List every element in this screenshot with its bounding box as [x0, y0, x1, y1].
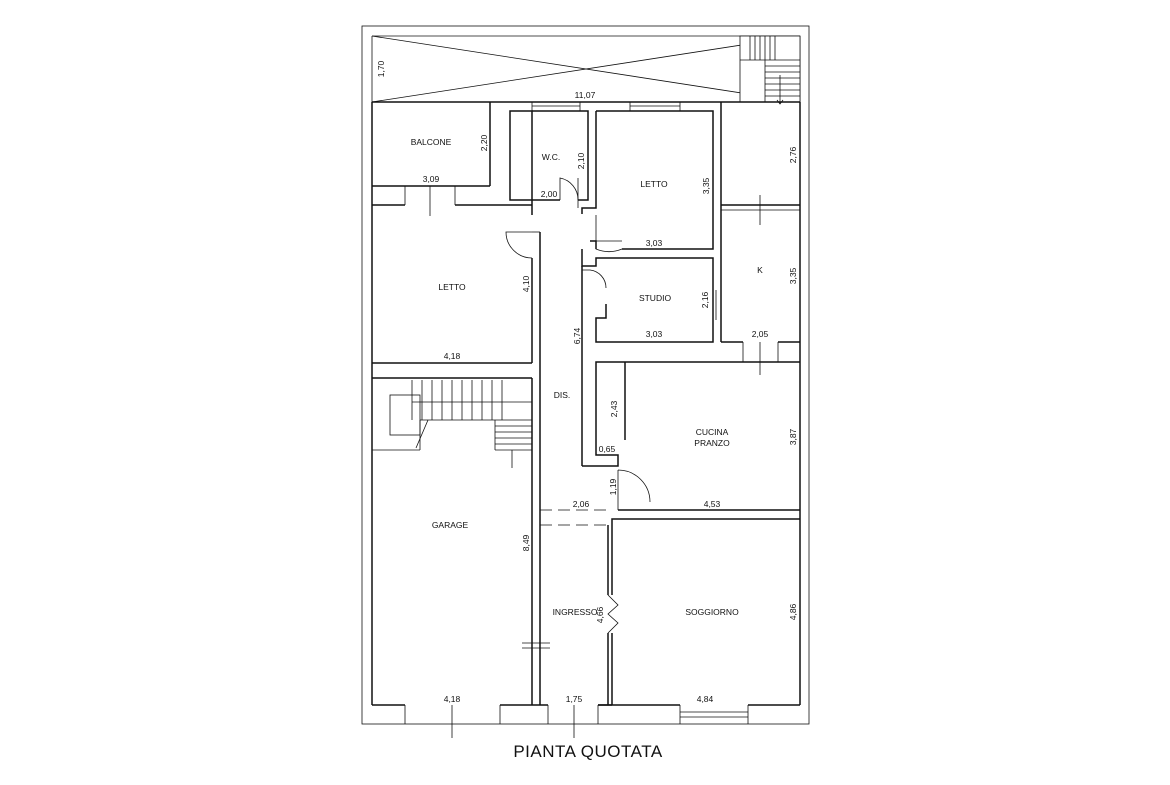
dim-ingresso-height: 4,66: [595, 606, 605, 623]
garage-room: [372, 377, 550, 705]
room-label-studio: STUDIO: [639, 293, 672, 303]
room-label-letto-left: LETTO: [438, 282, 466, 292]
dim-letto-left-width: 4,18: [444, 351, 461, 361]
interior-stair: [389, 380, 532, 468]
studio-room: [581, 249, 714, 466]
dim-garage-width: 4,18: [444, 694, 461, 704]
dim-cucina-inner-height: 2,43: [609, 400, 619, 417]
dim-dis-height: 6,74: [572, 327, 582, 344]
dim-garage-height: 8,49: [521, 534, 531, 551]
room-label-k: K: [757, 265, 763, 275]
room-label-soggiorno: SOGGIORNO: [685, 607, 739, 617]
room-label-wc: W.C.: [542, 152, 560, 162]
kitchenette-room: [712, 102, 800, 375]
ingresso-room: [607, 525, 619, 705]
dim-ingresso-width: 1,75: [566, 694, 583, 704]
room-label-balcone: BALCONE: [411, 137, 452, 147]
letto-top-room: [581, 110, 714, 252]
dim-letto-top-height: 3,35: [701, 177, 711, 194]
exterior-walls: [371, 102, 801, 724]
dim-cucina-height: 3,87: [788, 428, 798, 445]
dim-cucina-niche-width: 0,65: [599, 444, 616, 454]
room-label-garage: GARAGE: [432, 520, 469, 530]
outer-boundary: [361, 25, 810, 725]
letto-left-room: [372, 231, 541, 364]
dim-letto-left-height: 4,10: [521, 275, 531, 292]
dim-corridor-width: 2,06: [573, 499, 590, 509]
dim-balcone-height: 2,20: [479, 134, 489, 151]
dim-cucina-width: 4,53: [704, 499, 721, 509]
dim-k-width: 2,05: [752, 329, 769, 339]
dim-wc-height: 2,10: [576, 152, 586, 169]
room-label-dis: DIS.: [554, 390, 571, 400]
dim-wc-width: 2,00: [541, 189, 558, 199]
dim-soggiorno-height: 4,86: [788, 603, 798, 620]
corridor: [531, 265, 541, 635]
room-label-ingresso: INGRESSO: [553, 607, 598, 617]
dim-right-top-height: 2,76: [788, 146, 798, 163]
dim-letto-top-width: 3,03: [646, 238, 663, 248]
dim-studio-width: 3,03: [646, 329, 663, 339]
dim-cucina-door-height: 1,19: [608, 478, 618, 495]
top-wall: [372, 101, 800, 216]
dim-k-height: 3,35: [788, 267, 798, 284]
soggiorno-room: [451, 518, 800, 738]
room-label-pranzo: PRANZO: [694, 438, 730, 448]
drawing-title: PIANTA QUOTATA: [513, 742, 662, 761]
wc-room: [509, 110, 589, 215]
dim-overall-width: 11,07: [575, 90, 596, 100]
exterior-stair: [739, 35, 801, 105]
room-label-letto-top: LETTO: [640, 179, 668, 189]
dim-studio-height: 2,16: [700, 291, 710, 308]
room-label-cucina: CUCINA: [696, 427, 729, 437]
dim-terrace-height: 1,70: [376, 60, 386, 77]
dim-soggiorno-width: 4,84: [697, 694, 714, 704]
cucina-room: [540, 361, 800, 526]
dim-balcone-width: 3,09: [423, 174, 440, 184]
